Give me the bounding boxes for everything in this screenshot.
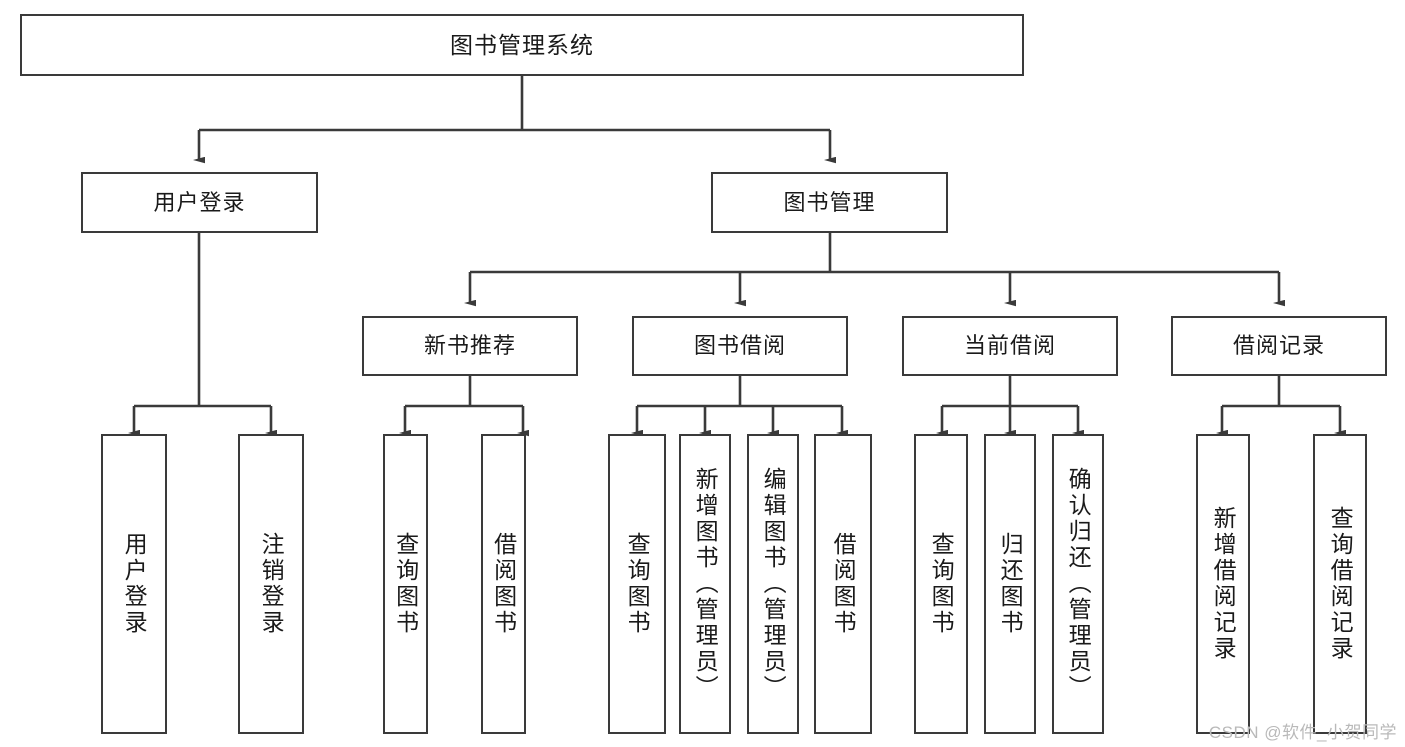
node-label: 新增图书（管理员） — [692, 467, 719, 701]
node-current-borrow[interactable]: 当前借阅 — [902, 316, 1118, 376]
node-label: 借阅记录 — [1232, 333, 1325, 359]
node-root-book-management-system[interactable]: 图书管理系统 — [20, 14, 1024, 76]
node-label: 归还图书 — [997, 532, 1024, 636]
node-label: 图书管理系统 — [450, 31, 594, 58]
leaf-new-book-borrow[interactable]: 借阅图书 — [481, 434, 526, 734]
leaf-borrow-borrow-book[interactable]: 借阅图书 — [814, 434, 872, 734]
leaf-user-login-login[interactable]: 用户登录 — [101, 434, 167, 734]
node-label: 编辑图书（管理员） — [760, 467, 787, 701]
leaf-current-confirm-return-admin[interactable]: 确认归还（管理员） — [1052, 434, 1104, 734]
node-label: 查询图书 — [624, 532, 651, 636]
leaf-user-login-logout[interactable]: 注销登录 — [238, 434, 304, 734]
node-label: 用户登录 — [153, 189, 246, 215]
node-label: 查询图书 — [392, 532, 419, 636]
node-label: 确认归还（管理员） — [1065, 467, 1092, 701]
leaf-records-add-record[interactable]: 新增借阅记录 — [1196, 434, 1250, 734]
leaf-new-book-query[interactable]: 查询图书 — [383, 434, 428, 734]
node-label: 注销登录 — [258, 532, 285, 636]
leaf-current-return-book[interactable]: 归还图书 — [984, 434, 1036, 734]
node-label: 借阅图书 — [830, 532, 857, 636]
node-label: 借阅图书 — [490, 532, 517, 636]
node-label: 当前借阅 — [963, 333, 1056, 359]
node-label: 新增借阅记录 — [1210, 506, 1237, 662]
node-borrow-records[interactable]: 借阅记录 — [1171, 316, 1387, 376]
node-book-management[interactable]: 图书管理 — [711, 172, 948, 233]
leaf-borrow-query-book[interactable]: 查询图书 — [608, 434, 666, 734]
node-label: 图书管理 — [783, 189, 876, 215]
node-label: 用户登录 — [121, 532, 148, 636]
node-user-login[interactable]: 用户登录 — [81, 172, 318, 233]
leaf-borrow-edit-book-admin[interactable]: 编辑图书（管理员） — [747, 434, 799, 734]
leaf-records-query-record[interactable]: 查询借阅记录 — [1313, 434, 1367, 734]
node-label: 查询图书 — [928, 532, 955, 636]
node-book-borrow[interactable]: 图书借阅 — [632, 316, 848, 376]
csdn-watermark: CSDN @软件_小贺同学 — [1208, 723, 1397, 742]
node-label: 图书借阅 — [693, 333, 786, 359]
node-new-book-recommend[interactable]: 新书推荐 — [362, 316, 578, 376]
leaf-borrow-add-book-admin[interactable]: 新增图书（管理员） — [679, 434, 731, 734]
leaf-current-query-book[interactable]: 查询图书 — [914, 434, 968, 734]
node-label: 查询借阅记录 — [1327, 506, 1354, 662]
node-label: 新书推荐 — [423, 333, 516, 359]
